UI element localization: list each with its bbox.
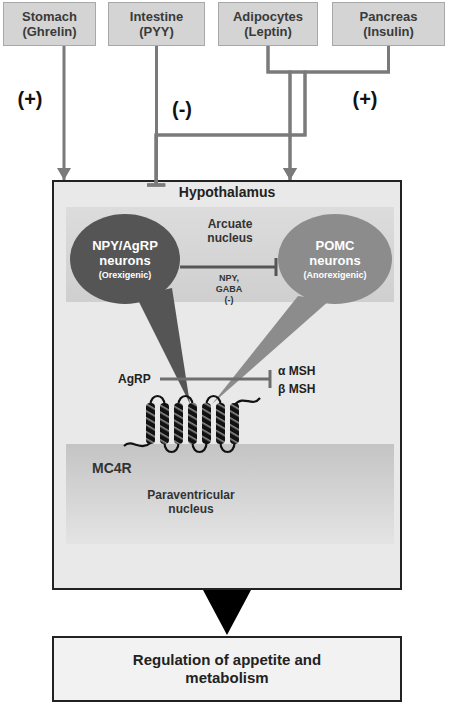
arrow-head: [283, 168, 297, 180]
region-title: Hypothalamus: [54, 184, 400, 200]
flow-triangle: [203, 590, 251, 635]
edge-label: (+): [8, 88, 52, 111]
source-box: Intestine (PYY): [108, 2, 205, 46]
inhibition-bar: [148, 184, 166, 187]
connector: [268, 46, 297, 180]
outcome-box: Regulation of appetite and metabolism: [52, 636, 402, 702]
connector: [203, 590, 251, 635]
molecule-label: AgRP: [118, 372, 151, 386]
molecule-label: α MSH: [278, 364, 315, 378]
inhibition-bar: [147, 184, 165, 187]
neuron-circle: NPY/AgRP neurons (Orexigenic): [70, 214, 180, 304]
connector-line: [156, 46, 389, 185]
organ-label: Pancreas (Insulin): [345, 9, 432, 39]
organ-label: Intestine (PYY): [121, 9, 192, 39]
connector-line: [156, 46, 305, 185]
edge-label: (+): [343, 88, 387, 111]
receptor-label: MC4R: [92, 460, 132, 476]
connector-line: [290, 46, 389, 180]
nucleus-band: MC4RParaventricular nucleus: [66, 444, 394, 544]
outcome-label: Regulation of appetite and metabolism: [122, 651, 332, 687]
neuron-role: (Anorexigenic): [303, 270, 366, 280]
connector: [148, 46, 166, 185]
organ-label: Adipocytes (Leptin): [231, 9, 305, 39]
edge-label: (-): [160, 98, 204, 121]
region-box: HypothalamusArcuate nucleusNPY/AgRP neur…: [52, 180, 402, 590]
connector: [283, 46, 389, 180]
source-box: Pancreas (Insulin): [332, 2, 445, 46]
connector-line: [180, 266, 276, 269]
neuron-label: POMC neurons: [295, 238, 375, 268]
neuron-role: (Orexigenic): [99, 270, 152, 280]
connector: [57, 46, 71, 180]
connector-line: [63, 46, 66, 180]
neuron-circle: POMC neurons (Anorexigenic): [278, 214, 392, 304]
inhibition-bar: [275, 258, 278, 276]
arrow-head: [283, 168, 297, 180]
source-box: Adipocytes (Leptin): [218, 2, 318, 46]
source-box: Stomach (Ghrelin): [3, 2, 96, 46]
neuron-label: NPY/AgRP neurons: [85, 238, 165, 268]
connector-line: [155, 46, 158, 185]
nucleus-label: Paraventricular nucleus: [136, 488, 246, 516]
connector: [147, 46, 305, 185]
nucleus-label: Arcuate nucleus: [190, 217, 270, 245]
edge-label: NPY, GABA (-): [212, 273, 246, 306]
organ-label: Stomach (Ghrelin): [16, 9, 83, 39]
molecule-label: β MSH: [278, 382, 315, 396]
connector: [147, 46, 389, 185]
connector-line: [268, 46, 290, 180]
inhibition-bar: [147, 184, 165, 187]
arrow-head: [57, 168, 71, 180]
